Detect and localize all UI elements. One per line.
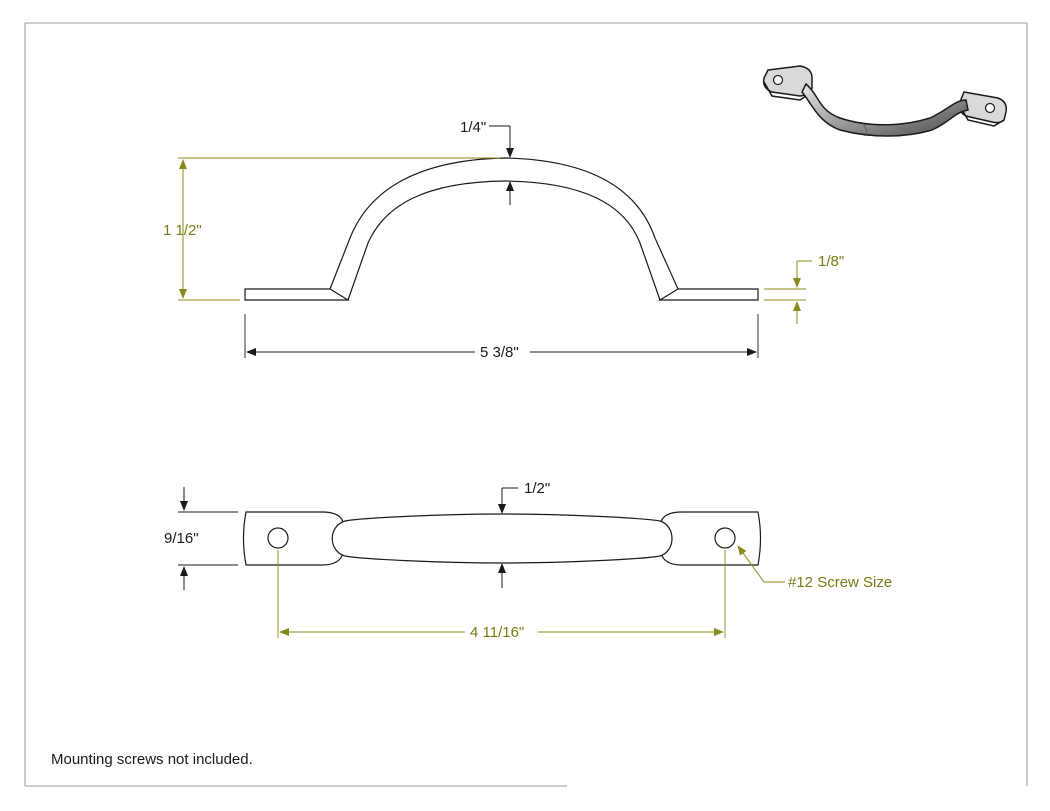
side-view-right-foot — [657, 288, 759, 301]
side-view-inner-arch — [347, 180, 661, 301]
mounting-note: Mounting screws not included. — [51, 751, 253, 768]
screw-size-callout: #12 Screw Size — [737, 545, 892, 591]
dimension-foot-thickness: 1/8" — [764, 253, 844, 324]
top-view-left-foot — [242, 511, 344, 566]
dimension-hole-spacing: 4 11/16" — [277, 550, 726, 641]
sheet-border — [24, 22, 1028, 787]
top-view — [242, 511, 762, 566]
dimension-grip-width: 1/2" — [498, 480, 550, 588]
top-view-right-foot — [660, 511, 762, 566]
foot-thickness-label: 1/8" — [818, 253, 844, 270]
side-view-left-foot — [244, 288, 351, 301]
side-view — [244, 157, 759, 301]
left-screw-hole — [267, 527, 289, 549]
dimension-thickness: 1/4" — [460, 119, 514, 205]
grip-width-label: 1/2" — [524, 480, 550, 497]
right-screw-hole — [714, 527, 736, 549]
dimension-overall-length: 5 3/8" — [244, 314, 759, 361]
foot-width-label: 9/16" — [164, 530, 199, 547]
screw-size-label: #12 Screw Size — [788, 574, 892, 591]
thickness-label: 1/4" — [460, 119, 486, 136]
isometric-handle-thumbnail — [762, 65, 1008, 137]
side-view-outer-arch — [329, 157, 679, 290]
overall-length-label: 5 3/8" — [480, 344, 519, 361]
hole-spacing-label: 4 11/16" — [470, 624, 524, 641]
height-label: 1 1/2" — [163, 222, 202, 239]
dimension-height: 1 1/2" — [163, 157, 500, 301]
top-view-grip — [331, 513, 673, 564]
dimension-foot-width: 9/16" — [164, 487, 238, 590]
